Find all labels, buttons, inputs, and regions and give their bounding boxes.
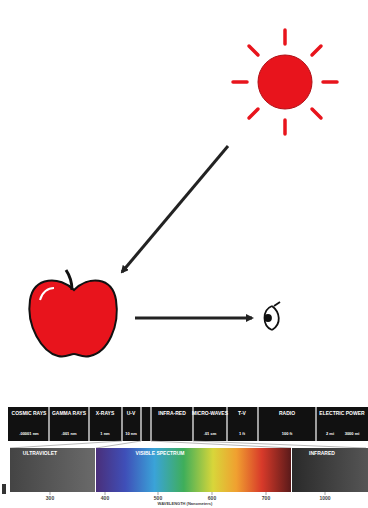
region-name: VISIBLE SPECTRUM [136,451,185,456]
wavelength-value: 1 ft [239,432,245,436]
wavelength-value: 10 nm [125,432,137,436]
axis-tick: 600 [208,496,216,501]
band-name: X-RAYS [96,411,114,416]
eye [265,302,281,330]
band-name: GAMMA RAYS [52,411,86,416]
wavelength-value: .00001 nm [19,432,38,436]
wavelength-value: 100 ft [282,432,292,436]
axis-tick: 400 [101,496,109,501]
wavelength-value: .01 cm [204,432,216,436]
axis-tick: 300 [46,496,54,501]
band-name: INFRA-RED [158,411,186,416]
band-name: MICRO-WAVES [192,411,228,416]
band-name: T-V [238,411,246,416]
wavelength-value: 2 mi [326,432,334,436]
region-name: INFRARED [309,451,335,456]
band-name: ELECTRIC POWER [319,411,364,416]
band-name: RADIO [279,411,295,416]
axis-title: WAVELENGTH (Nanometers) [158,502,213,506]
reflected-arrow [135,317,252,320]
spectrum-chart [2,407,368,495]
sun [233,30,337,134]
band-name: U-V [127,411,136,416]
apple [29,270,116,357]
band-name: COSMIC RAYS [12,411,47,416]
axis-tick: 1000 [319,496,330,501]
light-arrow [122,146,228,272]
axis-tick: 500 [154,496,162,501]
region-name: ULTRAVIOLET [23,451,57,456]
wavelength-value: 3000 mi [345,432,360,436]
wavelength-value: 1 nm [100,432,109,436]
wavelength-value: .001 nm [62,432,77,436]
axis-tick: 700 [262,496,270,501]
